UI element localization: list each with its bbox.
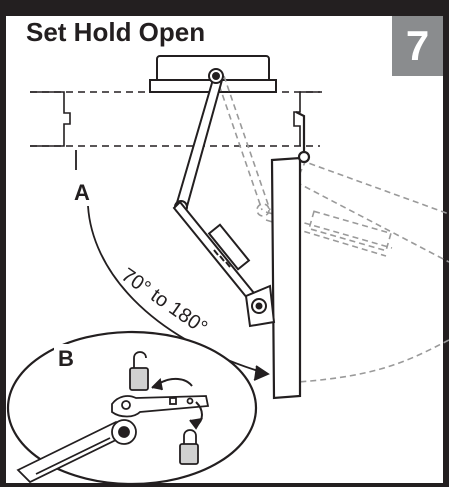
frame-top-border xyxy=(0,0,449,16)
angle-range-label: 70° to 180° xyxy=(117,264,211,339)
frame-bottom-border xyxy=(0,483,449,487)
ghost-open-position xyxy=(215,75,449,383)
label-b: B xyxy=(58,346,74,371)
door-leaf xyxy=(270,111,311,400)
step-title: Set Hold Open xyxy=(26,17,206,47)
closer-forearm xyxy=(172,200,260,306)
frame-left-border xyxy=(0,0,6,487)
door-frame-header xyxy=(30,91,322,147)
step-number-badge: 7 xyxy=(392,16,443,76)
frame-right-border xyxy=(443,0,449,487)
arm-shoe xyxy=(244,284,276,328)
label-a: A xyxy=(74,180,90,205)
inset-detail-b xyxy=(6,330,258,486)
